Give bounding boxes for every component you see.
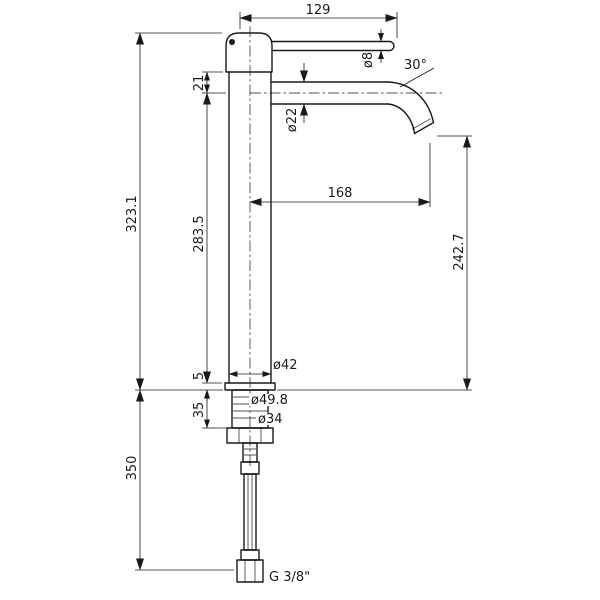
- handle-set-screw: [229, 39, 235, 45]
- mounting-nut-facets: [238, 428, 262, 443]
- dim-spout-reach: 168: [328, 186, 353, 201]
- aerator-line: [412, 118, 431, 130]
- dim-shank-diameter: ø34: [258, 412, 283, 427]
- spout-bend-outer: [387, 81, 435, 124]
- dim-spout-diameter: ø22: [285, 108, 300, 133]
- hose-end-nut: [236, 559, 264, 583]
- dimension-texts: 129 ø8 30° 21 ø22 168 323.1 283.5 242.7 …: [125, 3, 467, 585]
- angle-reference-line: [399, 67, 435, 88]
- dim-base-ring-height: 5: [192, 372, 207, 380]
- dim-neck-height: 21: [192, 75, 207, 92]
- label-bg-base-dia: [249, 394, 296, 406]
- dimension-lines: [136, 14, 471, 571]
- dim-body-diameter: ø42: [273, 358, 298, 373]
- dim-hose-length: 350: [125, 456, 140, 481]
- flex-hose: [243, 473, 257, 551]
- lever-rod: [271, 40, 395, 52]
- dim-shank-height: 35: [192, 402, 207, 419]
- dim-connection-thread: G 3/8": [269, 570, 310, 585]
- label-bg-shank-dia: [256, 413, 289, 425]
- handle-cap: [225, 32, 273, 73]
- dim-lever-length: 129: [306, 3, 331, 18]
- centerlines: [249, 26, 442, 466]
- body-column: [228, 71, 272, 384]
- extension-lines: [135, 12, 472, 571]
- faucet-outline: [224, 32, 435, 583]
- dim-base-diameter: ø49.8: [251, 393, 288, 408]
- spout-outlet-face: [413, 121, 435, 135]
- hose-crimp-collar-bottom: [240, 549, 260, 561]
- dim-body-height: 283.5: [192, 215, 207, 252]
- spout-tube: [270, 81, 389, 105]
- dim-spout-angle: 30°: [404, 58, 427, 73]
- dim-outlet-height: 242.7: [452, 233, 467, 270]
- flex-hose-braid-lines: [247, 474, 253, 550]
- dim-handle-diameter: ø8: [361, 52, 376, 68]
- hose-stub-threads: [244, 448, 256, 456]
- dim-overall-height: 323.1: [125, 195, 140, 232]
- spout-bend-inner: [387, 103, 416, 135]
- hose-end-nut-facets: [244, 560, 256, 582]
